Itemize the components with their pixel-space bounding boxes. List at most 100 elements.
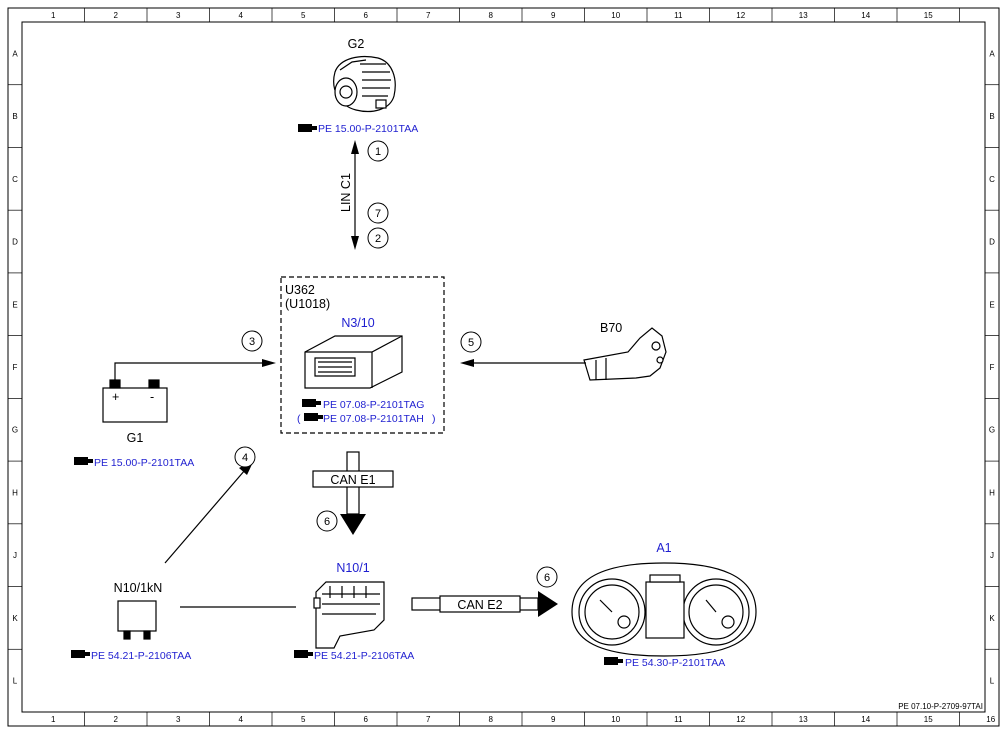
battery-supply-connection [114,359,276,380]
n10-1-reference-link[interactable]: PE 54.21-P-2106TAA [314,650,414,662]
grid-row-label-left: J [13,551,17,560]
grid-row-label-right: D [989,238,995,247]
u362-boundary [280,276,445,434]
u362-module[interactable]: U362 (U1018) N3/10 PE 07.08-P-2101TAG ( … [280,276,445,434]
grid-row-label-left: K [12,614,18,623]
reference-icon [294,650,313,658]
grid-column-label-top: 3 [176,11,181,20]
grid-column-label-bottom: 16 [986,715,995,724]
g2-label: G2 [348,37,365,51]
n10-1kn-component[interactable]: N10/1kN PE 54.21-P-2106TAA [71,581,191,662]
grid-column-label-top: 1 [51,11,56,20]
g1-component[interactable]: + - G1 PE 15.00-P-2101TAA [74,379,194,469]
reference-icon [304,413,323,421]
n10-1-component[interactable]: N10/1 PE 54.21-P-2106TAA [294,561,414,662]
grid-column-label-bottom: 5 [301,715,306,724]
can-e1-connection: CAN E1 [312,451,394,535]
grid-row-label-left: B [12,112,17,121]
reference-icon [302,399,321,407]
grid-column-label-top: 5 [301,11,306,20]
n10-1-label: N10/1 [336,561,369,575]
n10-1kn-label: N10/1kN [114,581,163,595]
grid-column-label-bottom: 1 [51,715,56,724]
a1-reference-link[interactable]: PE 54.30-P-2101TAA [625,657,725,669]
grid-column-label-top: 8 [489,11,494,20]
step-marker-2-text: 2 [375,233,381,245]
grid-column-label-bottom: 8 [489,715,494,724]
grid-row-label-right: H [989,488,995,497]
can-e2-label: CAN E2 [457,598,502,612]
step-marker-1-text: 1 [375,146,381,158]
a1-label: A1 [656,541,671,555]
u362-label: U362 [285,283,315,297]
step-marker-7: 7 [367,202,389,224]
grid-row-label-left: G [12,426,18,435]
b70-component[interactable]: B70 [583,321,667,381]
n3-10-reference-link-alt[interactable]: PE 07.08-P-2101TAH [323,413,424,425]
grid-column-label-top: 4 [239,11,244,20]
grid-column-label-top: 14 [861,11,870,20]
alternator-icon [333,55,396,113]
grid-column-label-bottom: 3 [176,715,181,724]
grid-column-label-top: 2 [114,11,119,20]
step-marker-6-can-e1: 6 [316,510,338,532]
relay-icon [117,600,157,640]
grid-column-label-bottom: 11 [674,715,683,724]
grid-column-label-top: 13 [799,11,808,20]
grid-row-label-left: F [13,363,18,372]
grid-column-label-bottom: 7 [426,715,431,724]
step-marker-4: 4 [234,446,256,468]
grid-column-label-bottom: 6 [364,715,369,724]
step-marker-3: 3 [241,330,263,352]
n3-10-reference-link[interactable]: PE 07.08-P-2101TAG [323,399,424,411]
b70-label: B70 [600,321,622,335]
grid-lines [8,8,999,726]
can-e1-label: CAN E1 [330,473,375,487]
reference-icon [74,457,93,465]
n10-1kn-signal-connection [164,460,254,564]
grid-row-label-left: C [12,175,18,184]
g1-label: G1 [127,431,144,445]
g2-component[interactable]: G2 PE 15.00-P-2101TAA [298,37,418,135]
b70-signal-connection [460,359,586,367]
grid-labels: 1122334455667788991010111112121313141415… [12,11,996,724]
reference-icon [298,124,317,132]
grid-row-label-right: J [990,551,994,560]
step-marker-6a-text: 6 [324,516,330,528]
step-marker-2: 2 [367,227,389,249]
can-e1-label-box [312,470,394,488]
u362-sublabel: (U1018) [285,297,330,311]
lin-c1-connection: LIN C1 [339,140,359,250]
engine-control-unit-icon [304,335,403,389]
step-marker-4-text: 4 [242,452,248,464]
n3-10-label: N3/10 [341,316,374,330]
g1-reference-link[interactable]: PE 15.00-P-2101TAA [94,457,194,469]
grid-column-label-top: 10 [611,11,620,20]
grid-row-label-right: C [989,175,995,184]
grid-row-label-left: H [12,488,18,497]
can-e2-label-box [439,595,521,613]
grid-column-label-top: 15 [924,11,933,20]
n10-1kn-reference-link[interactable]: PE 54.21-P-2106TAA [91,650,191,662]
grid-column-label-bottom: 12 [736,715,745,724]
step-marker-1: 1 [367,140,389,162]
step-marker-6b-text: 6 [544,572,550,584]
reference-icon [71,650,90,658]
g2-reference-link[interactable]: PE 15.00-P-2101TAA [318,123,418,135]
step-marker-5-text: 5 [468,337,474,349]
a1-component[interactable]: A1 PE 54.30-P-2101TAA [571,541,757,669]
grid-row-label-left: A [12,49,18,58]
n3-10-reference-paren-close: ) [432,413,436,425]
crankshaft-sensor-icon [583,327,667,381]
instrument-cluster-icon [571,562,757,657]
diagram-frame [7,7,1000,727]
step-marker-6-can-e2: 6 [536,566,558,588]
grid-row-label-right: A [989,49,995,58]
grid-column-label-bottom: 10 [611,715,620,724]
grid-row-label-right: L [990,677,995,686]
reference-icon [604,657,623,665]
grid-column-label-top: 6 [364,11,369,20]
grid-column-label-top: 12 [736,11,745,20]
grid-row-label-right: K [989,614,995,623]
grid-column-label-bottom: 13 [799,715,808,724]
